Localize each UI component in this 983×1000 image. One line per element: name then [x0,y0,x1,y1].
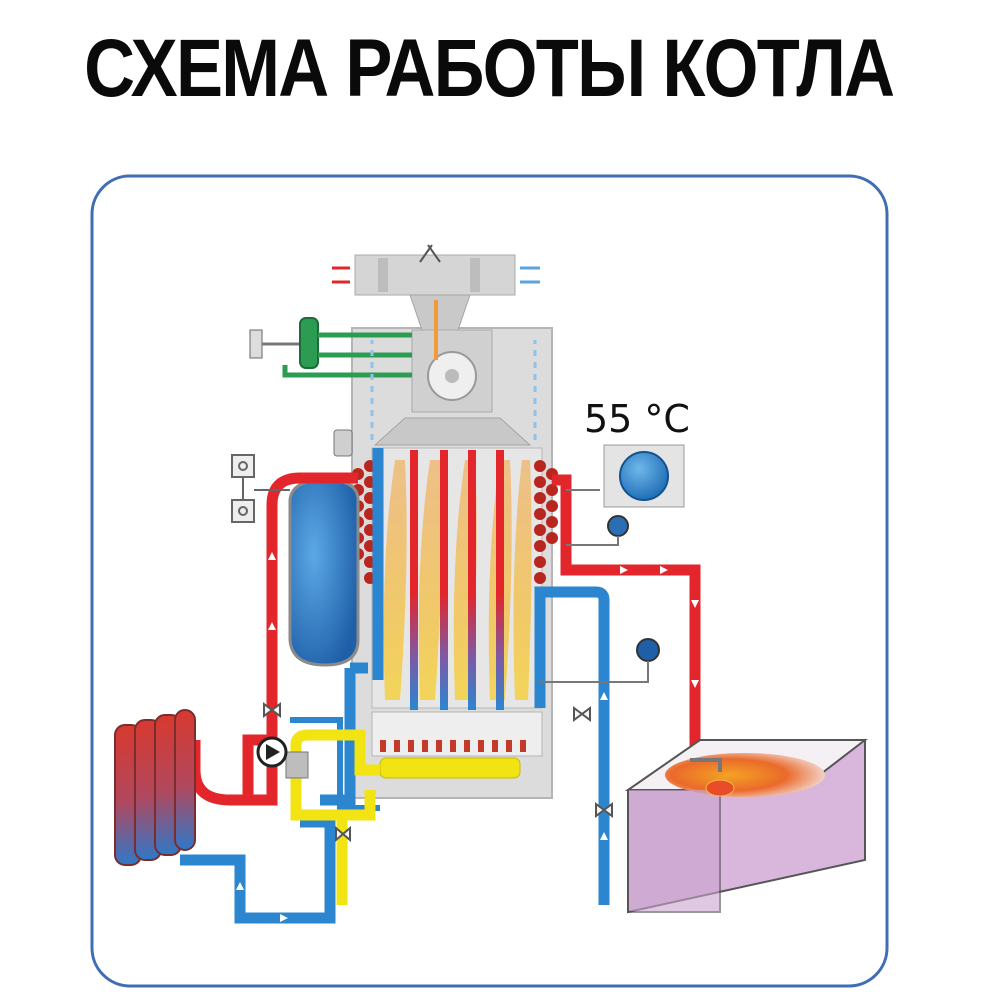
gas-manifold [379,757,521,779]
cold-water-inlet-pipe [534,586,610,905]
gauge-icon [607,515,629,537]
tap-icon [690,758,722,772]
coil-right [534,460,558,584]
gas-valve [285,751,309,779]
heat-exchanger-tubes [410,450,504,710]
valve-icon [263,702,613,843]
flow-arrows [236,552,699,922]
hot-water-outlet-pipe [552,474,701,760]
pressure-switch [249,317,412,378]
bathtub-icon [624,738,868,914]
expansion-tank-icon [288,478,360,667]
page-title: СХЕМА РАБОТЫ КОТЛА [84,23,895,114]
burner [371,711,543,757]
airflow-arrows [332,266,540,440]
burner-jets [380,740,526,752]
radiator-icon [114,709,196,866]
socket-icon [231,454,290,523]
temperature-readout: 55 °С [584,397,690,441]
combustion-hood [373,417,532,446]
heating-supply-pipe [189,472,358,806]
air-vent [333,429,353,457]
